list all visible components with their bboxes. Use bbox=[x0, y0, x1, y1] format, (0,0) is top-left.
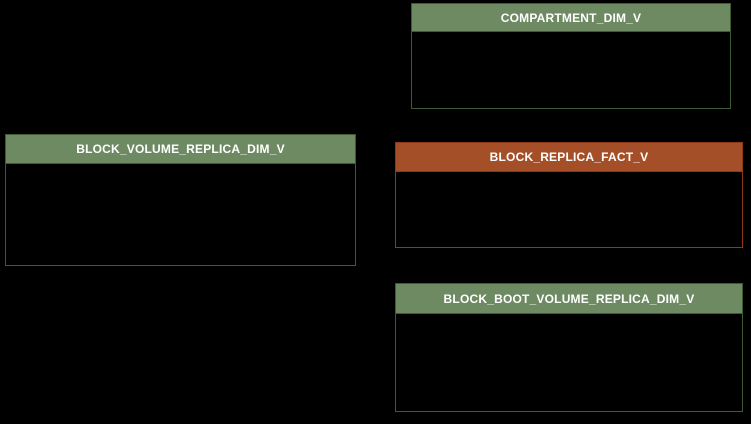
entity-header: BLOCK_VOLUME_REPLICA_DIM_V bbox=[6, 135, 355, 164]
entity-body bbox=[6, 164, 355, 265]
entity-block-volume-replica-dim-v[interactable]: BLOCK_VOLUME_REPLICA_DIM_V bbox=[5, 134, 356, 266]
entity-body bbox=[396, 314, 742, 411]
entity-header: BLOCK_REPLICA_FACT_V bbox=[396, 143, 742, 172]
entity-title: BLOCK_REPLICA_FACT_V bbox=[489, 150, 649, 164]
entity-header: BLOCK_BOOT_VOLUME_REPLICA_DIM_V bbox=[396, 284, 742, 314]
entity-title: BLOCK_VOLUME_REPLICA_DIM_V bbox=[76, 142, 285, 156]
entity-header: COMPARTMENT_DIM_V bbox=[412, 4, 730, 32]
entity-title: COMPARTMENT_DIM_V bbox=[500, 10, 642, 25]
entity-body bbox=[396, 172, 742, 247]
entity-compartment-dim-v[interactable]: COMPARTMENT_DIM_V bbox=[411, 3, 731, 109]
entity-title: BLOCK_BOOT_VOLUME_REPLICA_DIM_V bbox=[443, 291, 695, 306]
entity-block-boot-volume-replica-dim-v[interactable]: BLOCK_BOOT_VOLUME_REPLICA_DIM_V bbox=[395, 283, 743, 412]
entity-block-replica-fact-v[interactable]: BLOCK_REPLICA_FACT_V bbox=[395, 142, 743, 248]
entity-body bbox=[412, 32, 730, 108]
